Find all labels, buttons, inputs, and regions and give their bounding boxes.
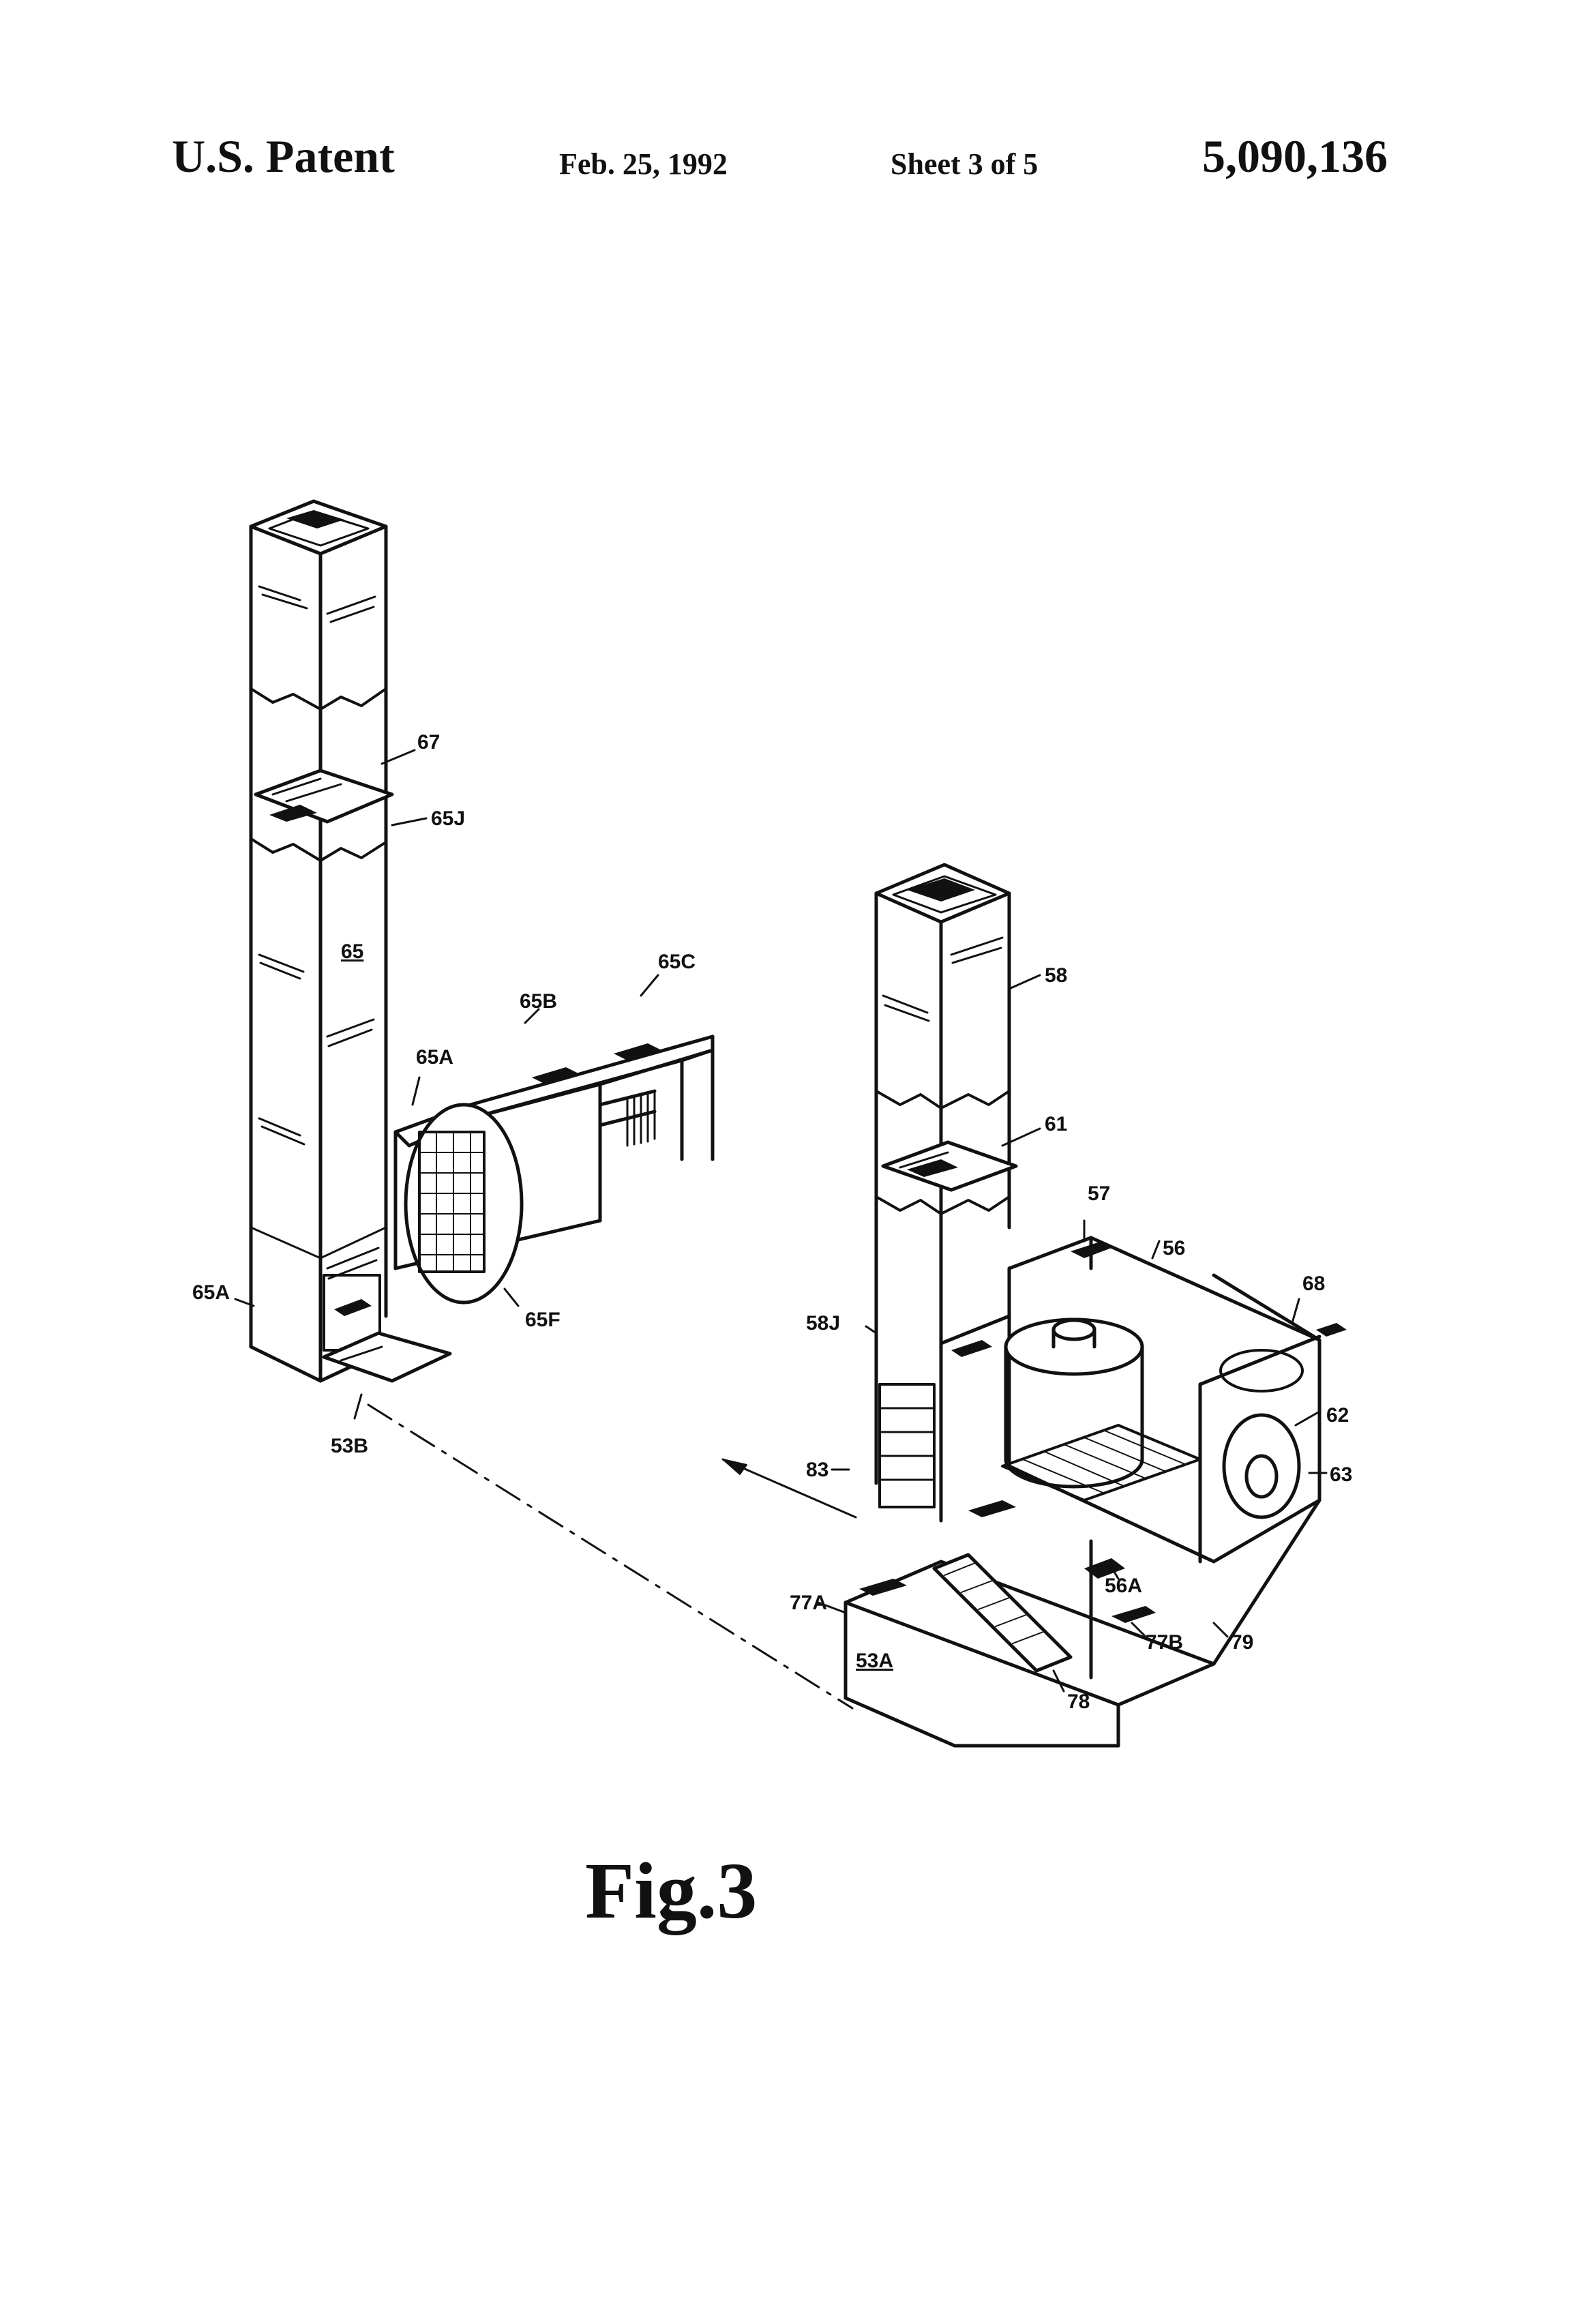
reference-labels: 67 65J 65 65C 65B 65A 65A 65F 53B 58 61 … — [192, 731, 1352, 1713]
label-56: 56 — [1163, 1237, 1185, 1260]
label-63: 63 — [1330, 1463, 1352, 1486]
label-62: 62 — [1326, 1404, 1349, 1427]
label-77b: 77B — [1146, 1631, 1183, 1654]
label-58: 58 — [1045, 964, 1067, 987]
label-78: 78 — [1067, 1690, 1090, 1713]
figure-caption: Fig.3 — [585, 1845, 757, 1937]
label-65c: 65C — [658, 951, 696, 973]
louver-83 — [880, 1384, 934, 1507]
label-53b: 53B — [331, 1435, 368, 1457]
label-53a: 53A — [856, 1650, 893, 1672]
label-57: 57 — [1088, 1182, 1110, 1205]
label-65j: 65J — [431, 807, 465, 830]
label-65: 65 — [341, 940, 363, 963]
label-65a-top: 65A — [416, 1046, 453, 1069]
label-58j: 58J — [806, 1312, 840, 1335]
label-65f: 65F — [525, 1309, 561, 1331]
label-79: 79 — [1231, 1631, 1253, 1654]
label-65a-side: 65A — [192, 1281, 230, 1304]
label-83: 83 — [806, 1459, 829, 1481]
right-duct-58 — [876, 865, 1009, 1521]
label-61: 61 — [1045, 1113, 1067, 1135]
left-duct-65 — [251, 501, 386, 1381]
label-77a: 77A — [790, 1592, 827, 1614]
label-56a: 56A — [1105, 1575, 1142, 1597]
label-68: 68 — [1302, 1272, 1325, 1295]
label-67: 67 — [417, 731, 440, 754]
filter-65f — [406, 1105, 522, 1302]
label-65b: 65B — [520, 990, 557, 1013]
base-cabinet — [941, 1238, 1319, 1562]
